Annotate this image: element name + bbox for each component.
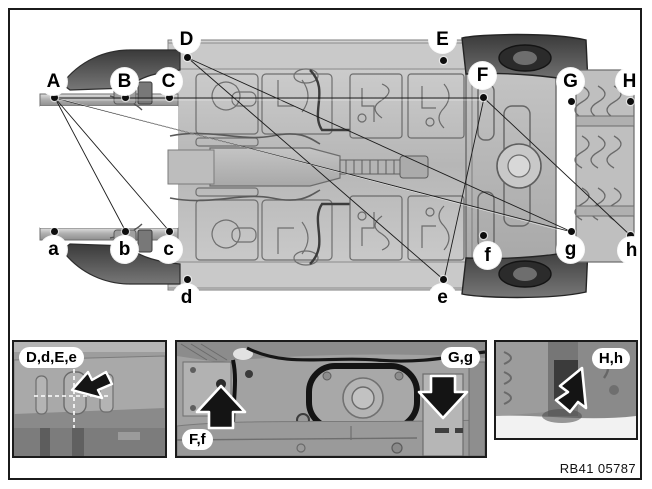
callout-E[interactable]: E	[429, 26, 456, 53]
callout-f[interactable]: f	[474, 242, 501, 269]
point-C	[166, 94, 173, 101]
detail-label-d-d-e-e: D,d,E,e	[19, 347, 84, 368]
callout-g[interactable]: g	[557, 236, 584, 263]
point-a	[51, 228, 58, 235]
point-e	[440, 276, 447, 283]
point-D	[184, 54, 191, 61]
reference-code: RB41 05787	[559, 461, 636, 476]
callout-a[interactable]: a	[40, 236, 67, 263]
detail-label-f-f: F,f	[182, 429, 213, 450]
callout-B[interactable]: B	[111, 68, 138, 95]
point-B	[122, 94, 129, 101]
point-G	[568, 98, 575, 105]
detail-label-h-h: H,h	[591, 348, 630, 369]
point-d	[184, 276, 191, 283]
callout-A[interactable]: A	[40, 68, 67, 95]
detail-panel-d-d-e-e: D,d,E,e	[12, 340, 167, 458]
underbody-image: A B C D E F G H a b c d e f g h	[10, 10, 640, 323]
point-F	[480, 94, 487, 101]
detail-panel-h-h: H,h	[494, 340, 638, 440]
point-b	[122, 228, 129, 235]
point-H	[627, 98, 634, 105]
callout-h[interactable]: h	[618, 237, 640, 264]
underbody-artwork	[39, 33, 635, 299]
callout-G[interactable]: G	[557, 68, 584, 95]
callout-H[interactable]: H	[616, 68, 640, 95]
detail-image-d-d-e-e	[14, 342, 165, 456]
point-c	[166, 228, 173, 235]
point-A	[51, 94, 58, 101]
point-g	[568, 228, 575, 235]
callout-C[interactable]: C	[155, 68, 182, 95]
point-E	[440, 57, 447, 64]
callout-F[interactable]: F	[469, 62, 496, 89]
point-f	[480, 232, 487, 239]
callout-D[interactable]: D	[173, 26, 200, 53]
detail-image-f-f-g-g	[177, 342, 485, 456]
callout-d[interactable]: d	[173, 284, 200, 311]
main-diagram-panel: A B C D E F G H a b c d e f g h	[10, 10, 640, 323]
callout-c[interactable]: c	[155, 236, 182, 263]
callout-b[interactable]: b	[111, 236, 138, 263]
callout-e[interactable]: e	[429, 284, 456, 311]
detail-label-g-g: G,g	[441, 347, 480, 368]
detail-panel-f-f-g-g: F,f G,g	[175, 340, 487, 458]
